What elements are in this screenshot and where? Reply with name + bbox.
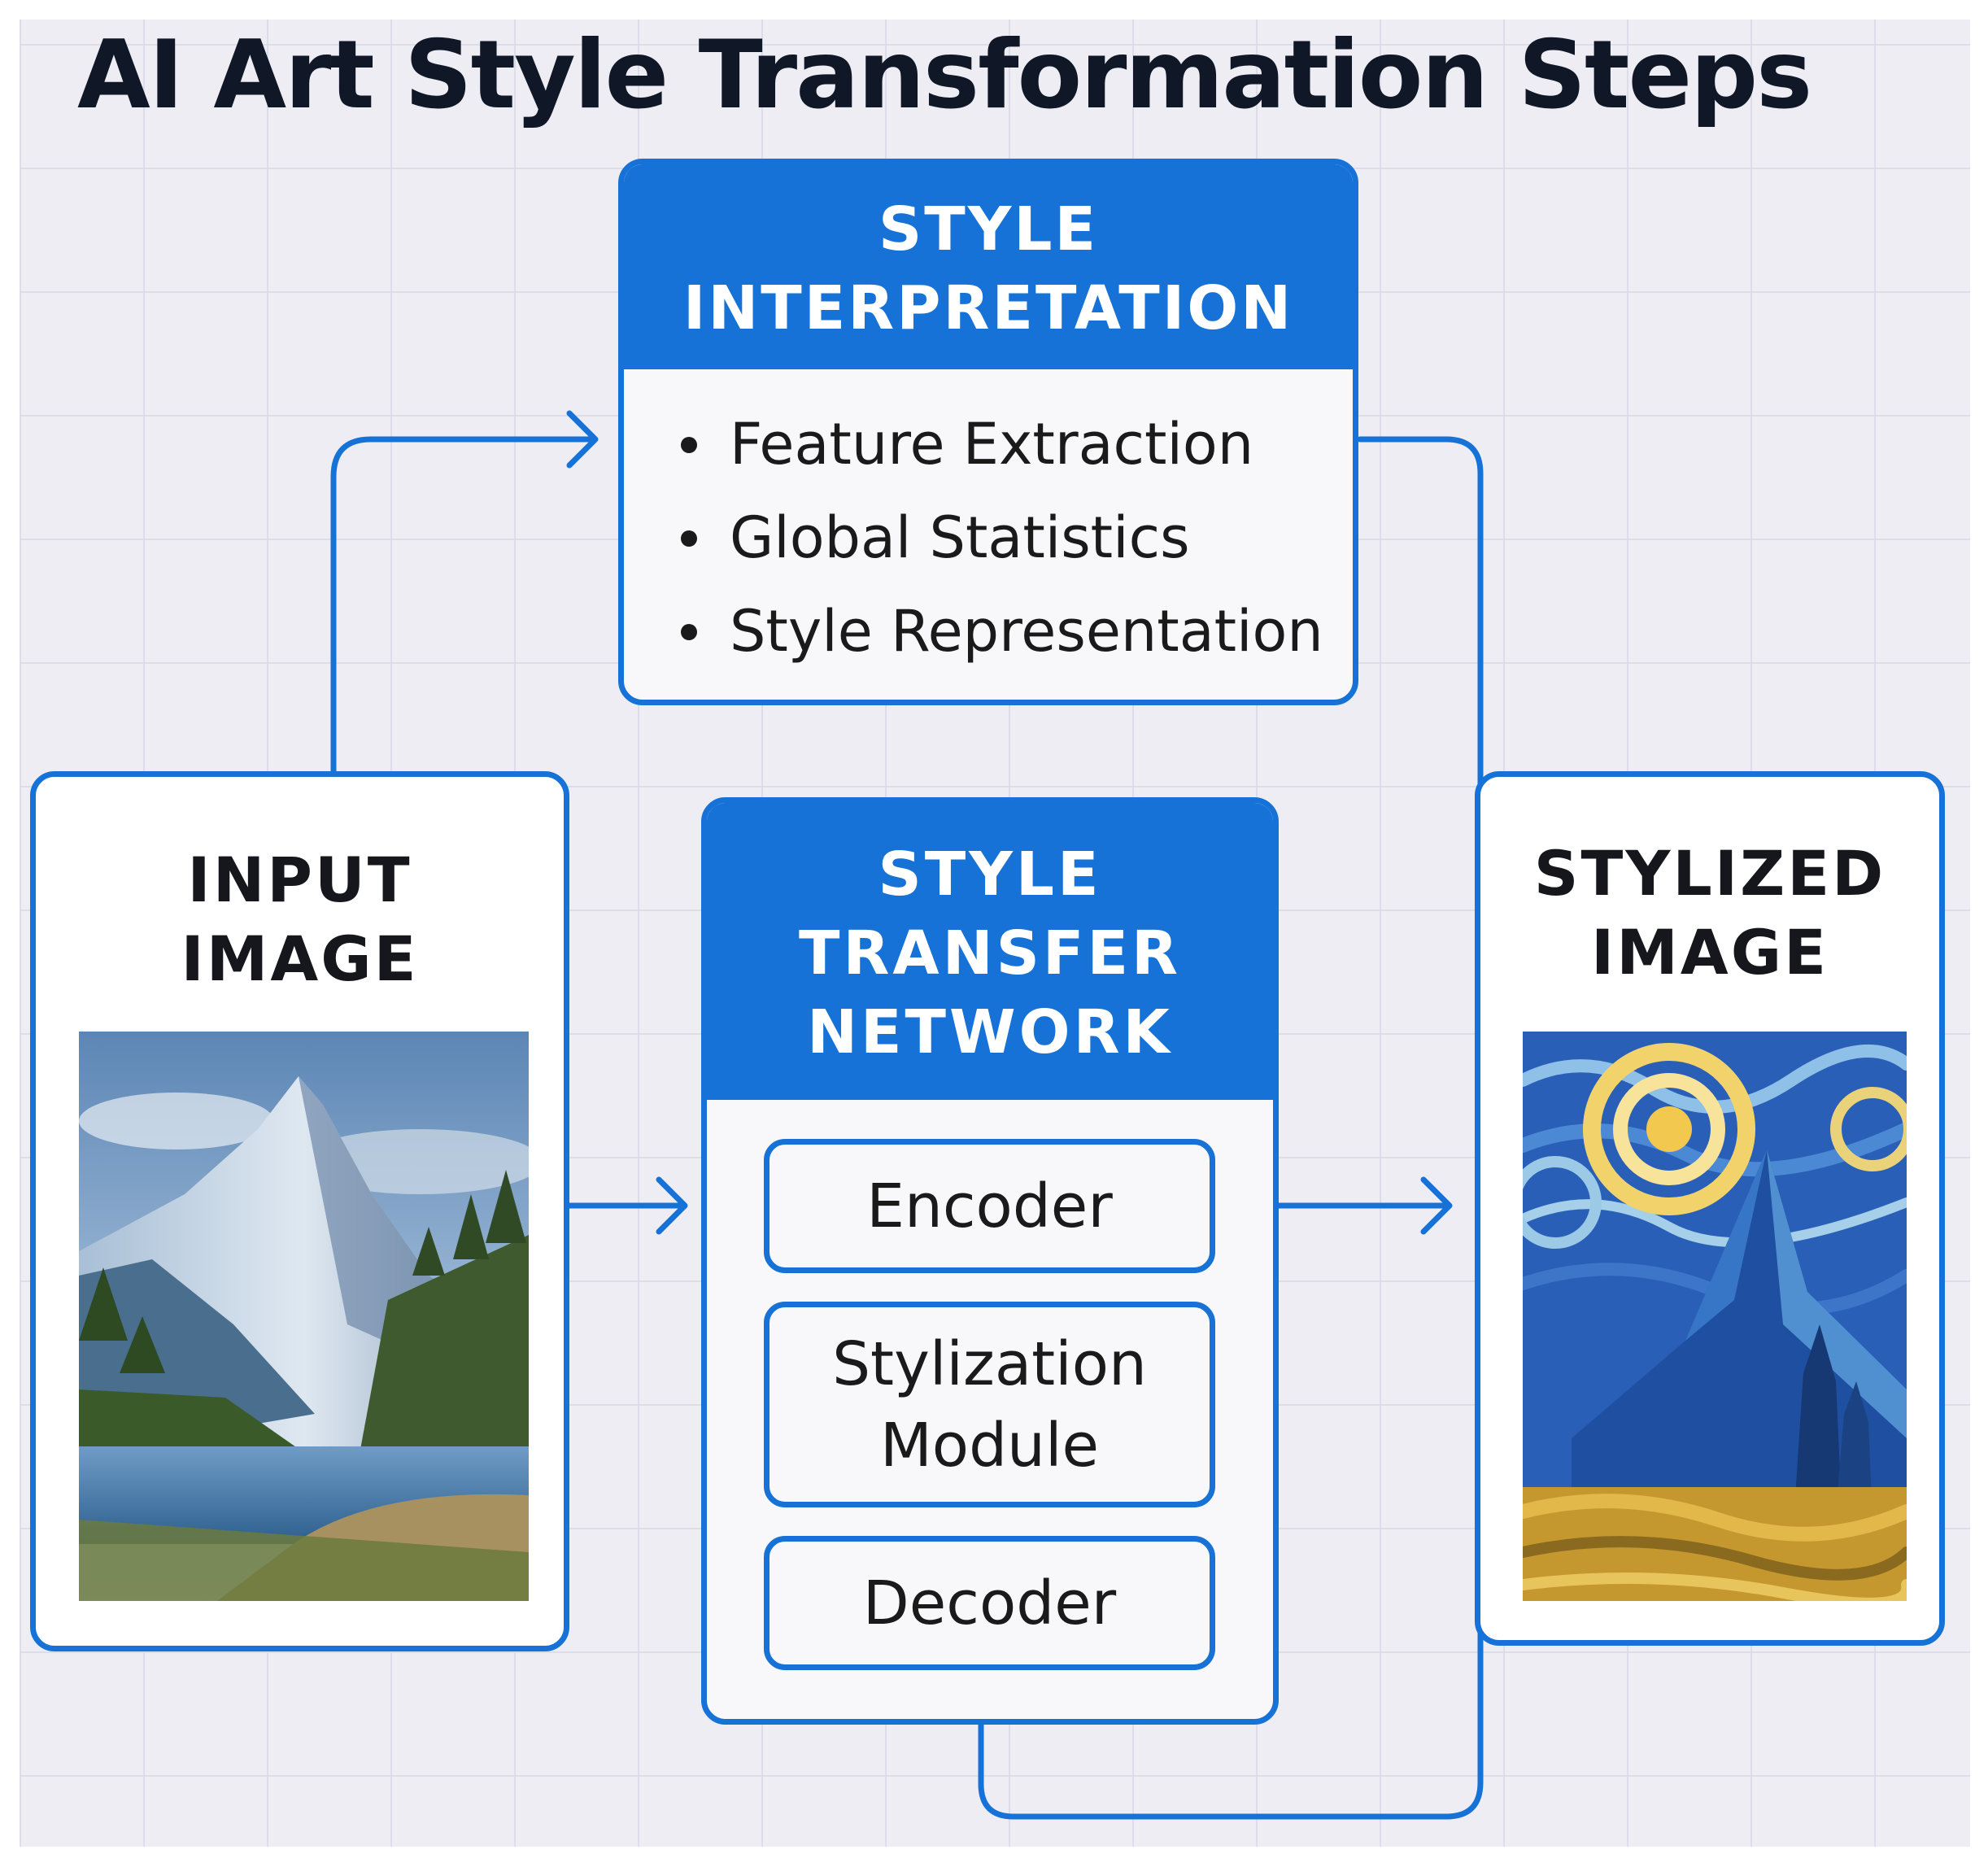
stylized-image-heading: STYLIZED IMAGE [1480,834,1939,992]
input-image-card: INPUT IMAGE [30,771,569,1651]
connector-input-to-interpretation [330,436,593,774]
input-image-heading: INPUT IMAGE [36,840,564,998]
stylized-painting-image [1523,1032,1907,1601]
heading-line: NETWORK [807,997,1173,1067]
arrowhead-into-network [656,1176,688,1235]
bullet-icon [681,530,697,547]
module-label: Module [879,1410,1100,1481]
stylized-image-card: STYLIZED IMAGE [1475,771,1945,1646]
list-item: Feature Extraction [681,398,1353,491]
style-interpretation-box: STYLE INTERPRETATION Feature Extraction … [618,159,1358,705]
module-label: Encoder [866,1171,1113,1241]
arrowhead-into-stylized [1420,1176,1453,1235]
input-landscape-image [79,1032,529,1601]
heading-line: TRANSFER [798,918,1182,988]
heading-line: INPUT [187,844,412,916]
style-interpretation-heading: STYLE INTERPRETATION [624,164,1353,369]
list-item-label: Style Representation [730,598,1323,665]
landscape-picture [79,1032,529,1601]
heading-line: IMAGE [1590,916,1829,988]
list-item: Style Representation [681,585,1353,678]
list-item-label: Global Statistics [730,504,1190,571]
encoder-module: Encoder [764,1139,1215,1273]
stylized-picture [1523,1032,1907,1601]
connector-interpretation-to-stylized [978,436,1484,1820]
module-label: Stylization [832,1328,1147,1399]
style-interpretation-list: Feature Extraction Global Statistics Sty… [624,369,1353,678]
heading-line: STYLE [878,194,1099,264]
bullet-icon [681,624,697,640]
stylization-module: Stylization Module [764,1302,1215,1507]
style-transfer-network-box: STYLE TRANSFER NETWORK Encoder Stylizati… [701,797,1279,1725]
page-title: AI Art Style Transformation Steps [77,20,1812,130]
decoder-module: Decoder [764,1536,1215,1670]
arrowhead-into-interpretation [566,410,599,469]
heading-line: STYLIZED [1533,837,1886,910]
heading-line: INTERPRETATION [682,273,1294,343]
module-label: Decoder [862,1568,1117,1638]
heading-line: STYLE [878,839,1102,910]
list-item-label: Feature Extraction [730,411,1254,478]
bullet-icon [681,437,697,453]
style-transfer-network-heading: STYLE TRANSFER NETWORK [707,803,1273,1100]
list-item: Global Statistics [681,491,1353,585]
heading-line: IMAGE [181,923,419,995]
